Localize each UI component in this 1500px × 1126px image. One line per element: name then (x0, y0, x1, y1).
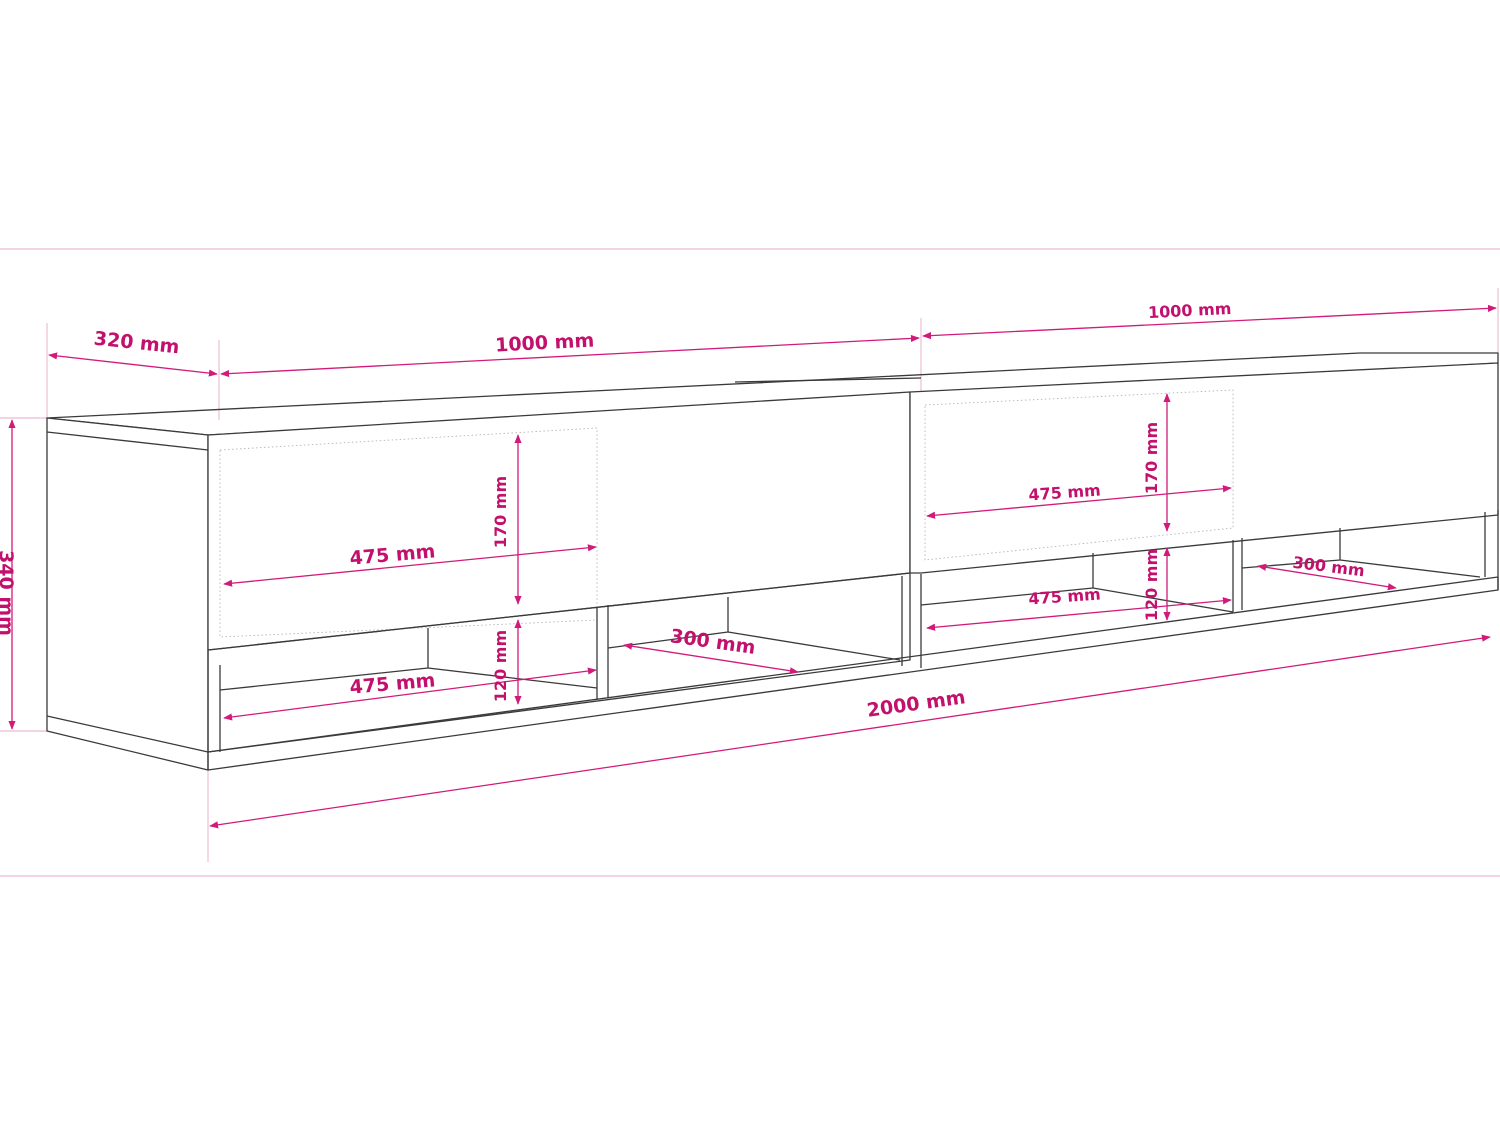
right-niche-depth-label: 300 mm (1292, 553, 1366, 581)
side-panel-edge (46, 715, 209, 753)
left-shelf-floor (427, 667, 598, 689)
right-width-label: 1000 mm (1148, 299, 1232, 322)
right-shelf-width-line (926, 597, 1232, 631)
dimension-lines (8, 304, 1497, 829)
right-flap-height-label: 170 mm (1142, 422, 1161, 494)
left-width-dimension-line (220, 334, 920, 378)
right-niche-floor (1339, 559, 1481, 578)
side-panel-edge (46, 431, 209, 451)
dimension-labels: 320 mm 1000 mm 1000 mm 2000 mm 340 mm 47… (0, 299, 1366, 722)
left-flap-width-line (223, 544, 597, 587)
height-label: 340 mm (0, 550, 17, 636)
top-seam (734, 377, 922, 383)
cabinet-outline (46, 352, 1499, 771)
depth-label: 320 mm (93, 328, 181, 359)
left-shelf-width-label: 475 mm (349, 669, 436, 698)
left-shelf-width-line (223, 667, 597, 721)
right-shelf-height-label: 120 mm (1142, 549, 1161, 621)
right-shelf-floor (1092, 587, 1234, 613)
left-side-panel (46, 417, 209, 771)
left-shelf-height-label: 120 mm (491, 630, 510, 702)
right-flap-width-line (926, 485, 1232, 519)
left-niche-depth-line (623, 642, 799, 675)
right-shelf-width-label: 475 mm (1028, 585, 1101, 609)
right-width-dimension-line (922, 304, 1497, 340)
right-front-flap (909, 362, 1499, 574)
right-flap-width-label: 475 mm (1028, 481, 1101, 505)
total-width-dimension-line (209, 634, 1491, 829)
right-niche-depth-line (1257, 563, 1397, 591)
left-width-label: 1000 mm (495, 329, 595, 356)
left-flap-inner-outline (219, 427, 598, 638)
depth-dimension-line (48, 352, 218, 377)
left-flap-height-label: 170 mm (491, 476, 510, 548)
